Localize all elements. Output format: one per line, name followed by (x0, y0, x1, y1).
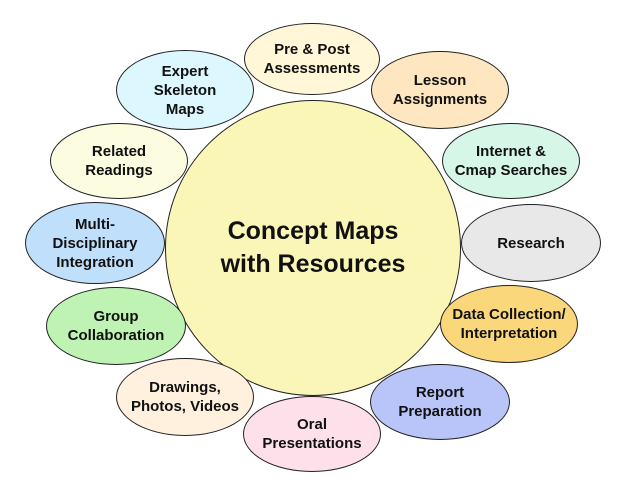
node-research: Research (461, 204, 601, 282)
node-expert-skeleton-maps: Expert Skeleton Maps (116, 50, 254, 130)
node-internet-cmap-searches: Internet & Cmap Searches (442, 123, 580, 199)
node-data-collection-interpretation: Data Collection/ Interpretation (440, 285, 578, 363)
node-multi-disciplinary-integration: Multi- Disciplinary Integration (25, 202, 165, 284)
node-related-readings: Related Readings (50, 123, 188, 199)
node-group-collaboration: Group Collaboration (46, 287, 186, 365)
node-pre-post-assessments: Pre & Post Assessments (244, 23, 380, 95)
node-report-preparation: Report Preparation (370, 364, 510, 440)
node-oral-presentations: Oral Presentations (243, 396, 381, 472)
node-lesson-assignments: Lesson Assignments (371, 51, 509, 129)
node-drawings-photos-videos: Drawings, Photos, Videos (116, 358, 254, 436)
center-concept-maps-with-resources: Concept Maps with Resources (165, 100, 461, 396)
